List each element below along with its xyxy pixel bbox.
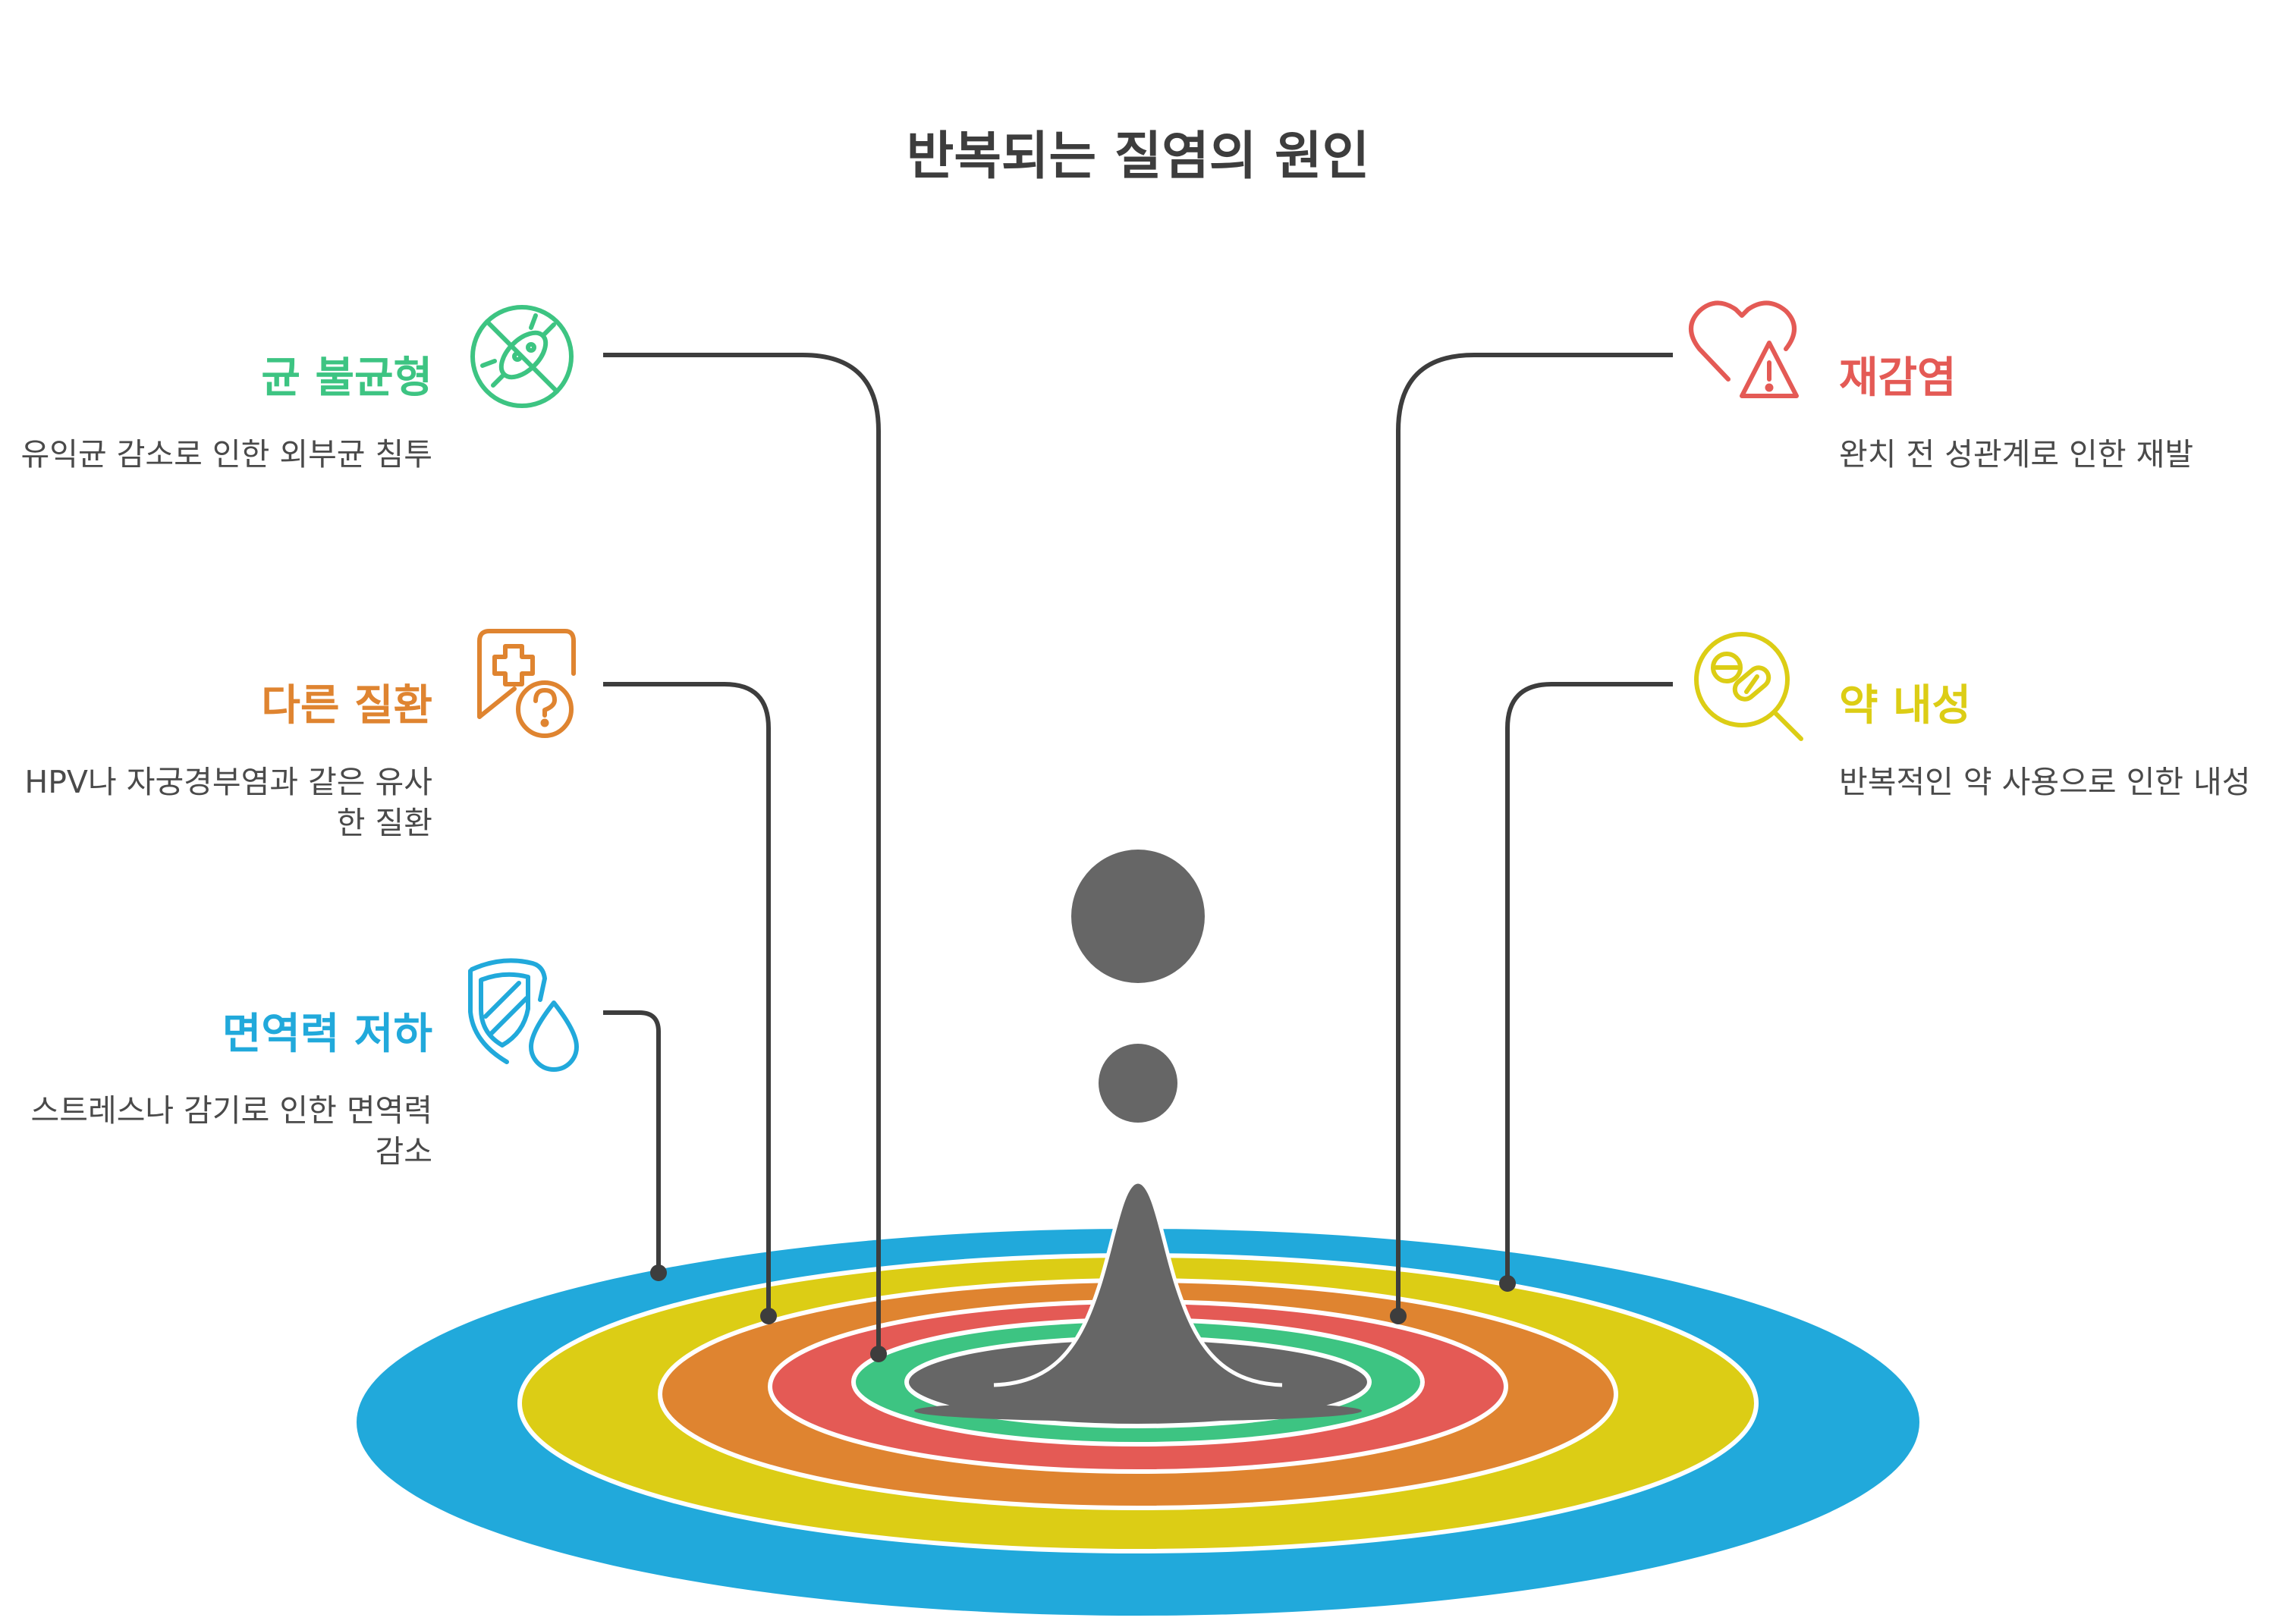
connector-dot-resistance xyxy=(1499,1275,1516,1292)
connector-immunity xyxy=(603,1010,661,1273)
connector-dot-immunity xyxy=(650,1264,667,1281)
cause-description: HPV나 자궁경부염과 같은 유사한 질환 xyxy=(24,764,432,842)
connector-resistance xyxy=(1505,682,1673,1283)
pill-search-icon xyxy=(1694,632,1803,741)
cause-resistance: 약 내성 반복적인 약 사용으로 인한 내성 xyxy=(1839,680,2264,803)
cause-reinfection: 재감염 완치 전 성관계로 인한 재발 xyxy=(1839,353,2264,475)
ring-center-cover xyxy=(914,1400,1362,1421)
cause-heading: 균 불균형 xyxy=(261,353,432,403)
cause-heading: 면역력 저하 xyxy=(222,1010,432,1059)
connector-dot-reinfection xyxy=(1390,1308,1407,1324)
small-drop xyxy=(1099,1044,1177,1123)
connector-dot-bacteria xyxy=(870,1346,887,1362)
splash-outline xyxy=(993,1180,1283,1387)
cause-other-disease: 다른 질환 HPV나 자궁경부염과 같은 유사한 질환 xyxy=(8,680,432,843)
cause-heading: 재감염 xyxy=(1839,353,1957,403)
cause-bacteria: 균 불균형 유익균 감소로 인한 외부균 침투 xyxy=(8,353,433,475)
cause-description: 완치 전 성관계로 인한 재발 xyxy=(1839,436,2194,473)
cause-description: 유익균 감소로 인한 외부균 침투 xyxy=(20,436,433,473)
splash-peak xyxy=(994,1183,1282,1399)
cause-description: 스트레스나 감기로 인한 면역력 감소 xyxy=(30,1092,432,1170)
connector-bacteria xyxy=(603,353,881,1354)
large-drop xyxy=(1071,850,1205,983)
connector-reinfection xyxy=(1396,353,1673,1316)
bacteria-prohibited-icon xyxy=(470,305,574,408)
cause-heading: 다른 질환 xyxy=(261,681,432,730)
shield-droplet-icon xyxy=(468,958,579,1072)
cause-description: 반복적인 약 사용으로 인한 내성 xyxy=(1839,764,2251,801)
connector-dot-disease xyxy=(760,1308,777,1324)
cause-immunity: 면역력 저하 스트레스나 감기로 인한 면역력 감소 xyxy=(8,1009,432,1172)
medical-question-icon xyxy=(477,629,576,738)
connector-disease xyxy=(603,682,771,1316)
cause-heading: 약 내성 xyxy=(1839,681,1972,730)
heart-warning-icon xyxy=(1689,300,1799,398)
diagram-title: 반복되는 질염의 원인 xyxy=(906,127,1370,187)
